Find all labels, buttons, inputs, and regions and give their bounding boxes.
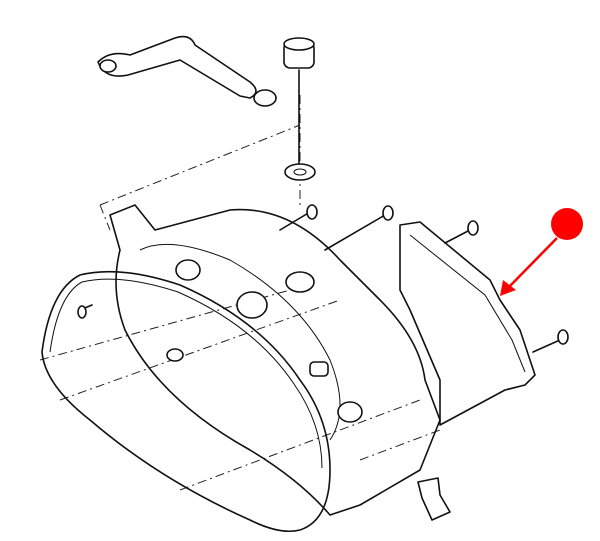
inspection-plate	[399, 221, 536, 426]
annotation-marker	[551, 208, 583, 240]
drain-plug	[417, 477, 451, 521]
kickstart-lever	[97, 35, 277, 107]
center-lines	[39, 95, 441, 491]
annotation-arrowhead	[500, 280, 516, 296]
screws	[77, 204, 569, 353]
annotation-arrow-line	[507, 237, 558, 289]
annotation-pointer	[500, 208, 583, 296]
filler-cap-dipstick	[283, 37, 316, 181]
gasket	[41, 270, 331, 533]
primary-cover	[109, 204, 441, 516]
